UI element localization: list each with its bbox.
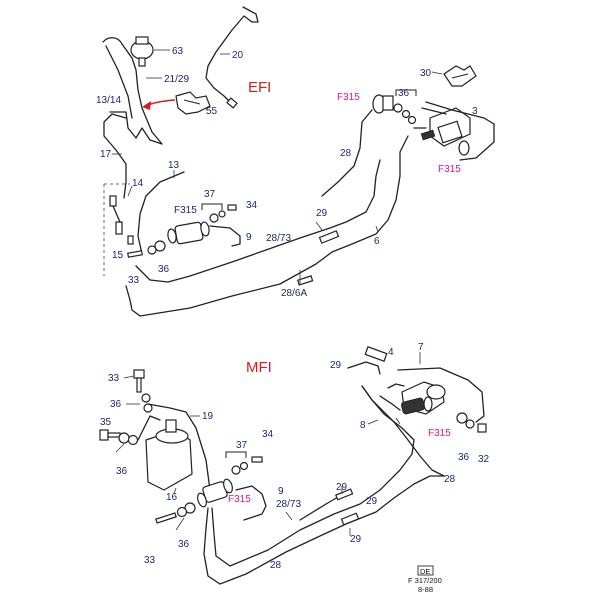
callout-36-mfi-rear: 36	[458, 452, 470, 463]
reference-lang: DE	[420, 567, 430, 576]
fuel-damper-housing	[137, 415, 193, 495]
callout-30: 30	[420, 68, 432, 79]
feed-tube-13	[137, 170, 185, 255]
callout-33-mfi-bottom: 33	[144, 555, 156, 566]
callout-29-mfi-mid: 29	[336, 482, 348, 493]
callout-29-mfi-top: 29	[330, 360, 342, 371]
callout-19: 19	[202, 411, 214, 422]
mounting-bracket-30	[431, 65, 477, 87]
pump-assembly-mfi	[347, 346, 487, 433]
callout-34-mfi: 34	[262, 429, 274, 440]
callout-28-mfi-bottom: 28	[270, 560, 282, 571]
main-fuel-lines-mfi	[203, 385, 445, 585]
feed-pipe-19	[147, 403, 211, 491]
callout-f315-mfi: F315	[228, 494, 251, 505]
indicator-arrow	[142, 99, 176, 110]
section-title-efi: EFI	[248, 79, 271, 96]
callout-36-efi-rear: 36	[398, 88, 410, 99]
callout-36-mfi-bottom: 36	[178, 539, 190, 550]
callout-33-efi: 33	[128, 275, 140, 286]
callout-f315-efi: F315	[174, 205, 197, 216]
union-fittings	[109, 185, 134, 245]
callout-15: 15	[112, 250, 124, 261]
hose-17	[103, 113, 127, 199]
reference-box: DE F 317/200 8-88	[408, 565, 442, 594]
callout-33-mfi-top: 33	[108, 373, 120, 384]
bolt-assembly-top-left	[123, 369, 153, 413]
fuel-filter-mfi	[155, 451, 263, 531]
callout-14: 14	[132, 178, 144, 189]
fuel-filter-efi	[127, 203, 241, 258]
callout-28-6a: 28/6A	[281, 288, 307, 299]
pump-assembly	[413, 101, 495, 161]
callout-63: 63	[172, 46, 184, 57]
callout-21-29: 21/29	[164, 74, 189, 85]
callout-f315-efi-pump: F315	[438, 164, 461, 175]
bolt-assembly-left	[99, 429, 139, 453]
callout-28-73-efi: 28/73	[266, 233, 291, 244]
pressure-regulator	[130, 36, 170, 67]
callout-6: 6	[374, 236, 380, 247]
callout-34-efi: 34	[246, 200, 258, 211]
callout-28-mfi-right: 28	[444, 474, 456, 485]
callout-28-73-mfi: 28/73	[276, 499, 301, 510]
callout-9-efi: 9	[246, 232, 252, 243]
callout-36-mfi-top: 36	[110, 399, 122, 410]
callout-55: 55	[206, 106, 218, 117]
fuel-filter-rear	[372, 89, 417, 125]
callout-9-mfi: 9	[278, 486, 284, 497]
callout-7: 7	[418, 342, 424, 353]
callout-20: 20	[232, 50, 244, 61]
callout-f315-mfi-pump: F315	[428, 428, 451, 439]
return-line-20	[205, 6, 259, 109]
callout-13-14: 13/14	[96, 95, 121, 106]
callout-32: 32	[478, 454, 490, 465]
callout-29-mfi-lower: 29	[366, 496, 378, 507]
regulator-bracket	[102, 37, 163, 145]
callout-13: 13	[168, 160, 180, 171]
callout-16: 16	[166, 492, 178, 503]
reference-code: F 317/200	[408, 576, 442, 585]
callout-labels: 63 20 21/29 13/14 55 17 13 14 37 F315 34…	[96, 46, 490, 571]
callout-28-efi: 28	[340, 148, 352, 159]
callout-37-mfi: 37	[236, 440, 248, 451]
callout-36-mfi-left: 36	[116, 466, 128, 477]
mfi-section: MFI	[99, 346, 487, 594]
main-fuel-lines-efi	[125, 109, 409, 317]
callout-8: 8	[360, 420, 366, 431]
callout-29-efi: 29	[316, 208, 328, 219]
hose-clip-55	[175, 91, 211, 115]
reference-date: 8-88	[418, 585, 433, 594]
callout-29-mfi-bottom: 29	[350, 534, 362, 545]
section-title-mfi: MFI	[246, 359, 272, 376]
callout-17: 17	[100, 149, 112, 160]
efi-section: EFI	[102, 6, 495, 317]
callout-36-efi-left: 36	[158, 264, 170, 275]
callout-4: 4	[388, 347, 394, 358]
callout-35: 35	[100, 417, 112, 428]
callout-3: 3	[472, 106, 478, 117]
assembly-outline-left	[103, 183, 130, 276]
callout-f315-efi-rear: F315	[337, 92, 360, 103]
callout-37-efi: 37	[204, 189, 216, 200]
